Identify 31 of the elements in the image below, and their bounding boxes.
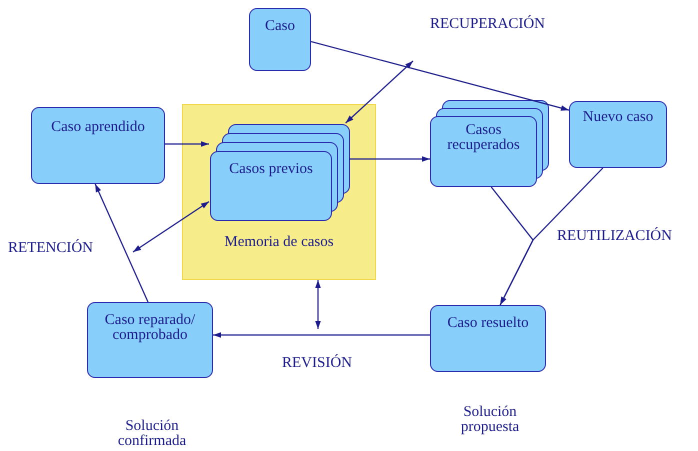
process-box xyxy=(430,305,546,372)
node-label: Casos previos xyxy=(228,162,314,177)
node-label: Casos recuperados xyxy=(446,123,521,153)
panel-label: Memoria de casos xyxy=(223,235,335,250)
phase-label: RECUPERACIÓN xyxy=(430,16,546,33)
process-box xyxy=(569,101,667,168)
caption-text: Solución propuesta xyxy=(460,405,520,435)
arrow xyxy=(500,168,604,306)
caption-text: Solución confirmada xyxy=(116,419,188,449)
arrow xyxy=(345,60,414,124)
arrow xyxy=(315,280,321,329)
arrow xyxy=(310,41,570,111)
arrow xyxy=(213,332,430,338)
arrow xyxy=(165,141,209,147)
memory-panel xyxy=(182,104,376,280)
process-box xyxy=(430,116,537,187)
node-label: Caso aprendido xyxy=(50,120,146,135)
arrow xyxy=(349,156,430,162)
process-box xyxy=(249,8,311,71)
process-box xyxy=(87,302,213,378)
phase-label: REUTILIZACIÓN xyxy=(557,228,672,245)
node-label: Caso resuelto xyxy=(446,316,530,331)
arrow xyxy=(132,201,210,252)
process-box xyxy=(31,107,165,184)
arrow xyxy=(94,184,149,302)
phase-label: RETENCIÓN xyxy=(8,240,93,257)
node-label: Nuevo caso xyxy=(582,110,654,125)
process-box xyxy=(210,151,332,221)
phase-label: REVISIÓN xyxy=(282,355,352,372)
node-label: Caso reparado/ comprobado xyxy=(104,313,196,343)
node-label: Caso xyxy=(264,19,296,34)
